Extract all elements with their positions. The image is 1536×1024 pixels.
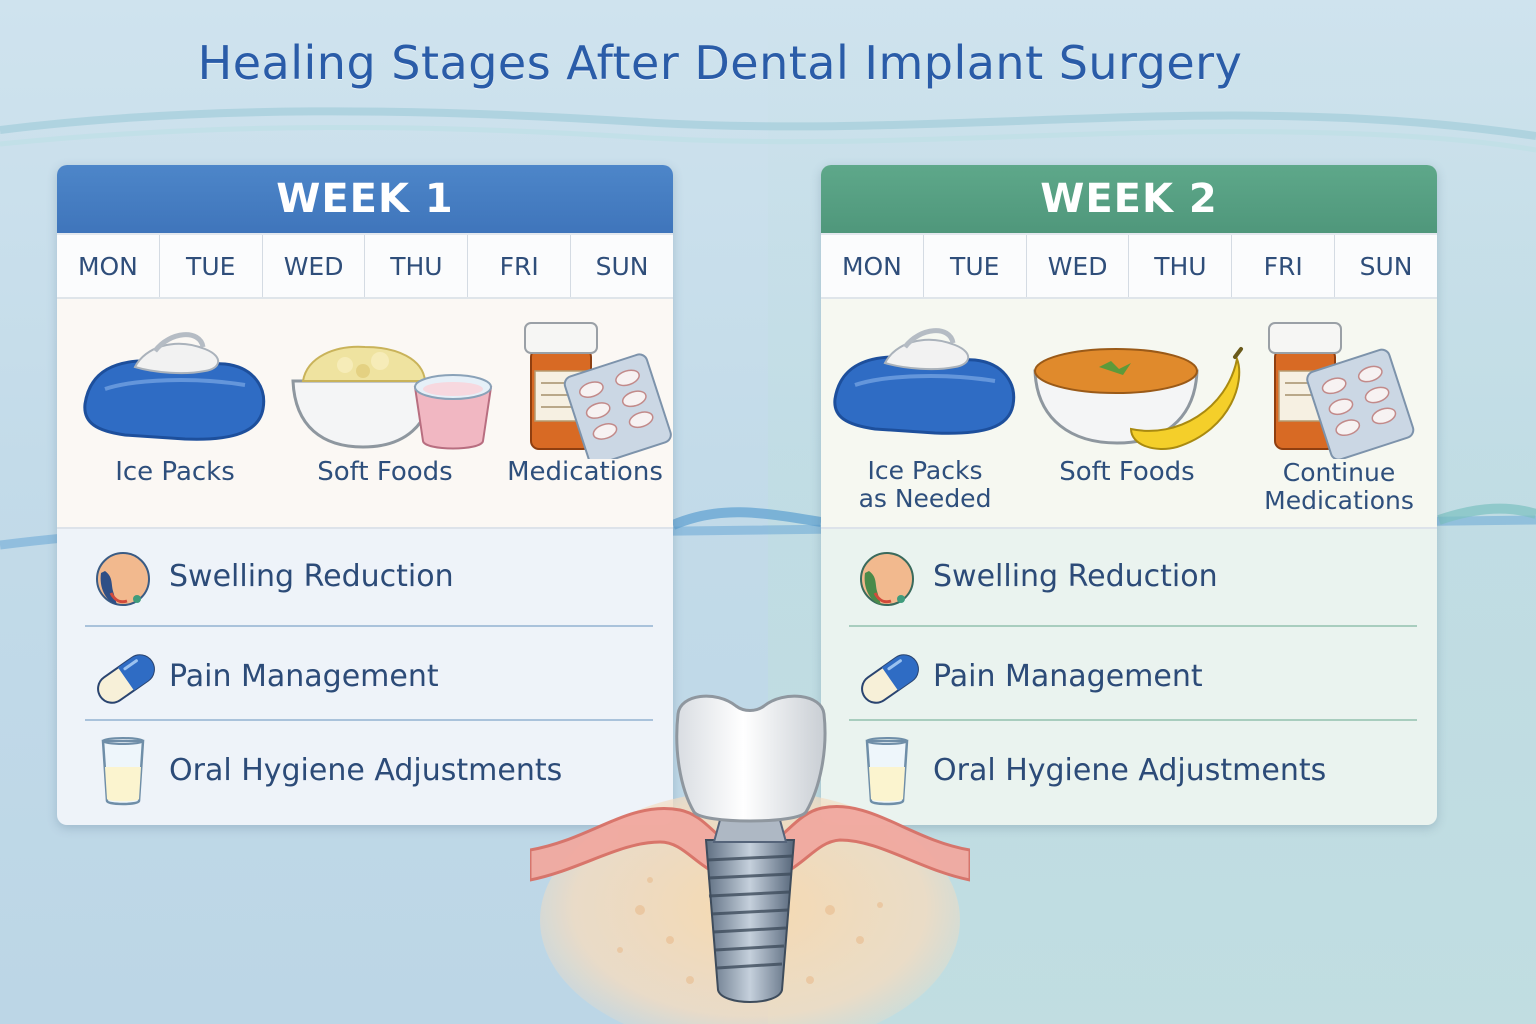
benefit-item: Oral Hygiene Adjustments: [85, 723, 653, 815]
care-item-label-line: Medications: [1264, 486, 1414, 515]
day-label: FRI: [1232, 235, 1336, 297]
care-item: Soft Foods: [1027, 309, 1243, 523]
week-header: WEEK 2: [821, 165, 1437, 233]
care-item-label: Soft Foods: [1059, 457, 1195, 487]
day-label: TUE: [160, 235, 263, 297]
day-label: MON: [57, 235, 160, 297]
care-item-label: Soft Foods: [317, 457, 453, 487]
day-row: MON TUE WED THU FRI SUN: [57, 233, 673, 299]
benefit-item: Swelling Reduction: [85, 529, 653, 621]
swollen-cheek-icon: [96, 552, 150, 606]
benefit-label: Swelling Reduction: [933, 559, 1218, 594]
benefit-label: Oral Hygiene Adjustments: [933, 753, 1327, 788]
divider: [85, 719, 653, 721]
care-item-label: Continue Medications: [1239, 459, 1437, 515]
ice-pack-icon: [833, 328, 1016, 435]
care-item-label-line: as Needed: [858, 484, 992, 513]
day-label: WED: [263, 235, 366, 297]
care-item-label: Ice Packs: [115, 457, 235, 487]
page-title: Healing Stages After Dental Implant Surg…: [197, 36, 1243, 90]
care-item: Ice Packs as Needed: [825, 309, 1025, 523]
pill-bottle-blister-icon: [1268, 322, 1415, 459]
care-item-label: Ice Packs as Needed: [825, 457, 1025, 513]
swollen-cheek-icon: [860, 552, 914, 606]
benefits-list: Swelling Reduction Pain Management Oral …: [821, 529, 1437, 825]
day-label: TUE: [924, 235, 1027, 297]
care-item-label-line: Continue: [1282, 458, 1396, 487]
benefit-label: Swelling Reduction: [169, 559, 454, 594]
dental-implant-icon: [530, 694, 970, 1024]
water-glass-icon: [865, 737, 909, 806]
benefit-label: Pain Management: [169, 659, 439, 694]
day-label: THU: [365, 235, 469, 297]
divider: [849, 625, 1417, 627]
benefit-item: Swelling Reduction: [849, 529, 1417, 621]
care-item: Ice Packs: [75, 309, 275, 523]
day-row: MON TUE WED THU FRI SUN: [821, 233, 1437, 299]
benefits-list: Swelling Reduction Pain Management Oral …: [57, 529, 673, 825]
day-label: WED: [1027, 235, 1130, 297]
week-2-panel: WEEK 2 MON TUE WED THU FRI SUN Ice Packs…: [821, 165, 1437, 825]
divider: [85, 625, 653, 627]
care-item-label-line: Ice Packs: [867, 456, 983, 485]
ice-pack-icon: [83, 332, 266, 441]
care-item: Continue Medications: [1239, 309, 1437, 523]
day-label: MON: [821, 235, 924, 297]
care-item: Soft Foods: [285, 309, 493, 523]
benefit-item: Pain Management: [849, 629, 1417, 721]
benefit-label: Pain Management: [933, 659, 1203, 694]
day-label: THU: [1129, 235, 1233, 297]
soup-banana-icon: [1033, 347, 1243, 450]
pill-bottle-blister-icon: [524, 322, 672, 459]
week-header: WEEK 1: [57, 165, 673, 233]
benefit-item: Oral Hygiene Adjustments: [849, 723, 1417, 815]
day-label: FRI: [468, 235, 572, 297]
day-label: SUN: [595, 251, 649, 281]
capsule-icon: [97, 654, 155, 704]
capsule-icon: [861, 654, 919, 704]
care-items: Ice Packs Soft Foods: [57, 299, 673, 529]
divider: [849, 719, 1417, 721]
care-item: Medications: [485, 309, 673, 523]
mashed-food-yogurt-icon: [291, 345, 493, 450]
water-glass-icon: [101, 737, 145, 806]
care-items: Ice Packs as Needed Soft Foods: [821, 299, 1437, 529]
care-item-label: Medications: [507, 457, 663, 487]
day-label: SUN: [1359, 251, 1413, 281]
benefit-label: Oral Hygiene Adjustments: [169, 753, 563, 788]
benefit-item: Pain Management: [85, 629, 653, 721]
week-1-panel: WEEK 1 MON TUE WED THU FRI SUN Ice Packs: [57, 165, 673, 825]
